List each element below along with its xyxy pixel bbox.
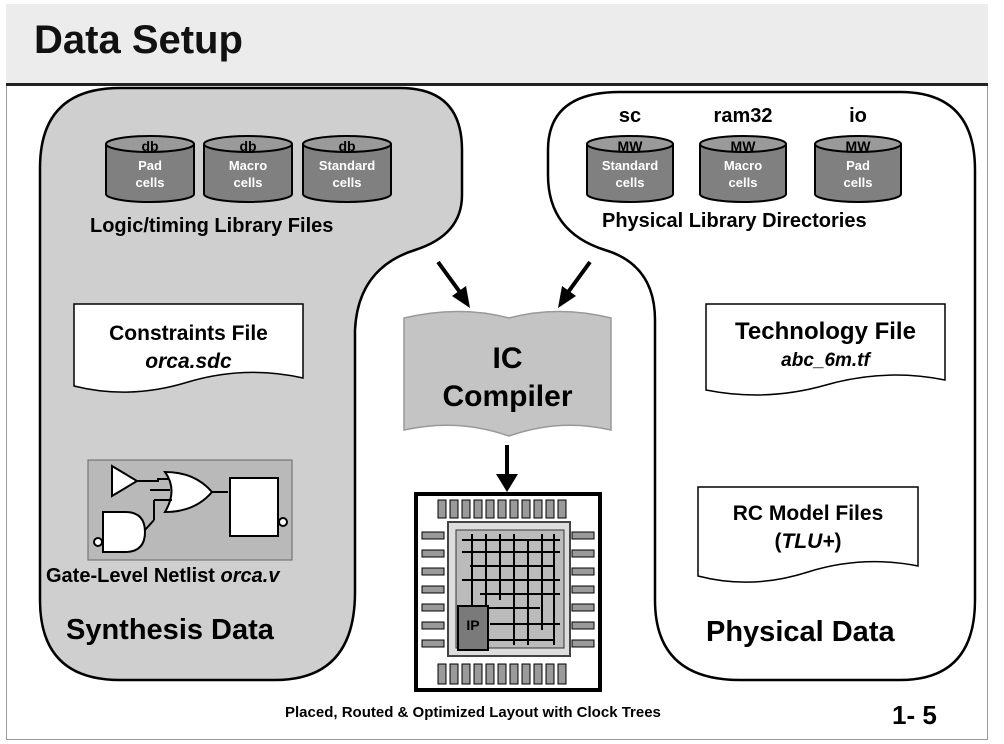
arrow-right-to-compiler <box>558 260 592 308</box>
lib-name-ram32: ram32 <box>713 105 773 127</box>
technology-file-name: abc_6m.tf <box>781 350 870 371</box>
lib-name-io: io <box>849 105 867 127</box>
synthesis-data-label: Synthesis Data <box>66 614 274 646</box>
db-cylinder-standard <box>302 135 392 203</box>
netlist-caption: Gate-Level Netlist orca.v <box>46 565 280 587</box>
logic-timing-caption: Logic/timing Library Files <box>90 215 334 237</box>
page-title: Data Setup <box>34 18 243 62</box>
rc-model-file: (TLU+) <box>774 530 842 553</box>
physical-data-label: Physical Data <box>706 616 895 648</box>
constraints-file-title: Constraints File <box>109 322 268 345</box>
db-standard-top-label: db <box>338 138 356 154</box>
rc-model-file-doc <box>697 486 919 583</box>
chip-layout <box>414 492 602 692</box>
gate-level-netlist-schematic <box>87 459 293 561</box>
title-bar: Data Setup <box>6 4 988 86</box>
mw-cylinder-standard <box>586 135 674 203</box>
constraints-file-doc <box>73 303 304 393</box>
constraints-file-name: orca.sdc <box>145 350 232 373</box>
mw-cylinder-pad <box>814 135 902 203</box>
physical-library-caption: Physical Library Directories <box>602 210 867 232</box>
layout-caption: Placed, Routed & Optimized Layout with C… <box>285 704 661 721</box>
db-macro-top-label: db <box>239 138 257 154</box>
ip-block-label: IP <box>466 617 480 633</box>
technology-file-title: Technology File <box>735 318 916 345</box>
arrow-left-to-compiler <box>436 260 470 308</box>
mw-cylinder-macro <box>699 135 787 203</box>
rc-model-title: RC Model Files <box>732 502 884 525</box>
page-number: 1- 5 <box>892 700 937 730</box>
technology-file-doc <box>705 303 946 396</box>
mw-standard-top-label: MW <box>617 138 643 154</box>
mw-pad-top-label: MW <box>845 138 871 154</box>
db-cylinder-macro <box>203 135 293 203</box>
db-cylinder-pad <box>105 135 195 203</box>
db-pad-top-label: db <box>141 138 159 154</box>
arrow-compiler-to-layout <box>496 445 518 492</box>
lib-name-sc: sc <box>618 105 642 127</box>
ic-compiler-box <box>403 310 612 437</box>
mw-macro-top-label: MW <box>730 138 756 154</box>
